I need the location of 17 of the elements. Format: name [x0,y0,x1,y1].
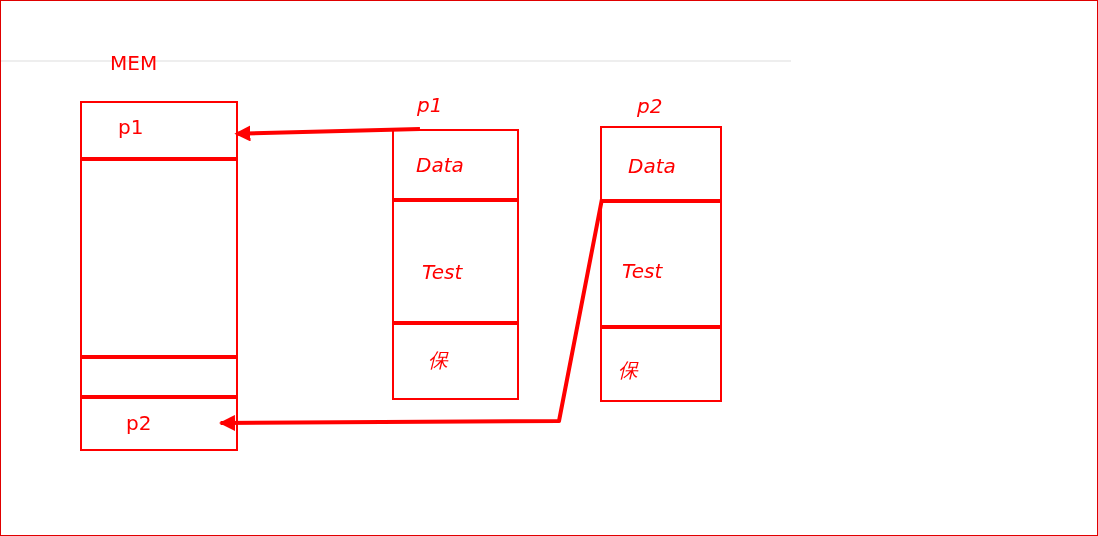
block-title: MEM [110,51,158,75]
cell-label: 保 [618,357,638,384]
memory-cell [82,159,236,357]
block-title: p2 [637,94,663,118]
cell-label: 保 [428,347,448,374]
memory-cell [394,200,517,323]
cell-label: Data [628,154,676,178]
cell-label: p1 [118,115,144,139]
arrow [234,125,420,142]
arrow [219,198,604,431]
memory-cell [602,201,720,327]
cell-label: Test [422,260,463,284]
memory-cell [82,357,236,397]
cell-label: Test [622,259,663,283]
cell-label: Data [416,153,464,177]
block-title: p1 [417,93,443,117]
cell-label: p2 [126,411,152,435]
